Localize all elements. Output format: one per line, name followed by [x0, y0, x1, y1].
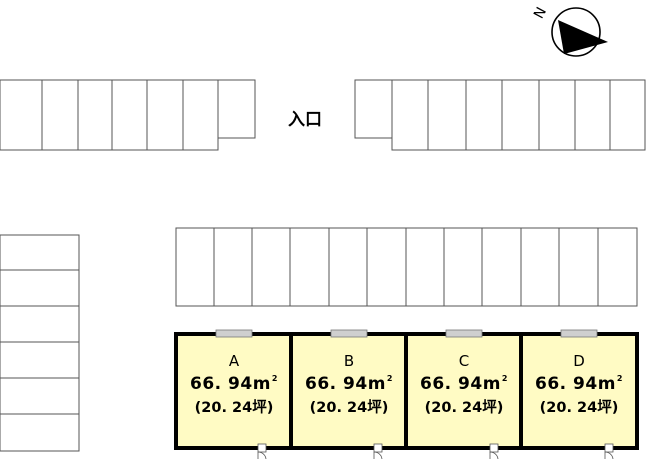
unit-area-superscript: 2 — [386, 374, 393, 383]
parking-column-left — [0, 234, 80, 452]
parking-slot-short — [354, 79, 393, 139]
unit-tsubo: (20. 24坪) — [424, 400, 504, 416]
warehouse-building — [174, 329, 639, 459]
door-swing-icon — [604, 451, 614, 459]
parking-column-outline — [0, 234, 80, 452]
parking-row-outline — [0, 79, 219, 151]
door-swing-icon — [373, 451, 383, 459]
unit-id: B — [343, 352, 355, 370]
unit-tsubo: (20. 24坪) — [194, 400, 274, 416]
unit-label-b: B 66. 94m2 (20. 24坪) — [293, 352, 405, 417]
door-swing-icon — [257, 451, 267, 459]
parking-row-outline — [391, 79, 646, 151]
north-arrow-icon — [558, 20, 608, 54]
door-opening — [257, 443, 267, 453]
window — [330, 329, 368, 338]
unit-label-d: D 66. 94m2 (20. 24坪) — [523, 352, 635, 417]
parking-slot-short — [217, 79, 256, 139]
parking-row-middle — [175, 227, 638, 307]
unit-area-value: 66. 94m — [420, 374, 501, 394]
unit-area: 66. 94m2 — [408, 374, 520, 394]
entrance-label: 入口 — [288, 110, 322, 130]
unit-id: D — [573, 352, 585, 370]
window — [560, 329, 598, 338]
unit-id: A — [228, 352, 240, 370]
unit-id: C — [458, 352, 470, 370]
window — [445, 329, 483, 338]
unit-tsubo: (20. 24坪) — [309, 400, 389, 416]
unit-tsubo: (20. 24坪) — [539, 400, 619, 416]
unit-area-superscript: 2 — [616, 374, 623, 383]
parking-row-top-left — [0, 79, 256, 151]
unit-area: 66. 94m2 — [293, 374, 405, 394]
unit-label-a: A 66. 94m2 (20. 24坪) — [178, 352, 290, 417]
parking-row-top-right — [354, 79, 646, 151]
unit-area-value: 66. 94m — [305, 374, 386, 394]
door-opening — [489, 443, 499, 453]
unit-area-superscript: 2 — [271, 374, 278, 383]
door-opening — [373, 443, 383, 453]
unit-area: 66. 94m2 — [523, 374, 635, 394]
unit-area-value: 66. 94m — [190, 374, 271, 394]
door-swing-icon — [489, 451, 499, 459]
unit-area: 66. 94m2 — [178, 374, 290, 394]
compass: N — [531, 5, 608, 57]
unit-label-c: C 66. 94m2 (20. 24坪) — [408, 352, 520, 417]
door-opening — [604, 443, 614, 453]
unit-area-value: 66. 94m — [535, 374, 616, 394]
unit-area-superscript: 2 — [501, 374, 508, 383]
north-label: N — [531, 5, 550, 22]
window — [215, 329, 253, 338]
